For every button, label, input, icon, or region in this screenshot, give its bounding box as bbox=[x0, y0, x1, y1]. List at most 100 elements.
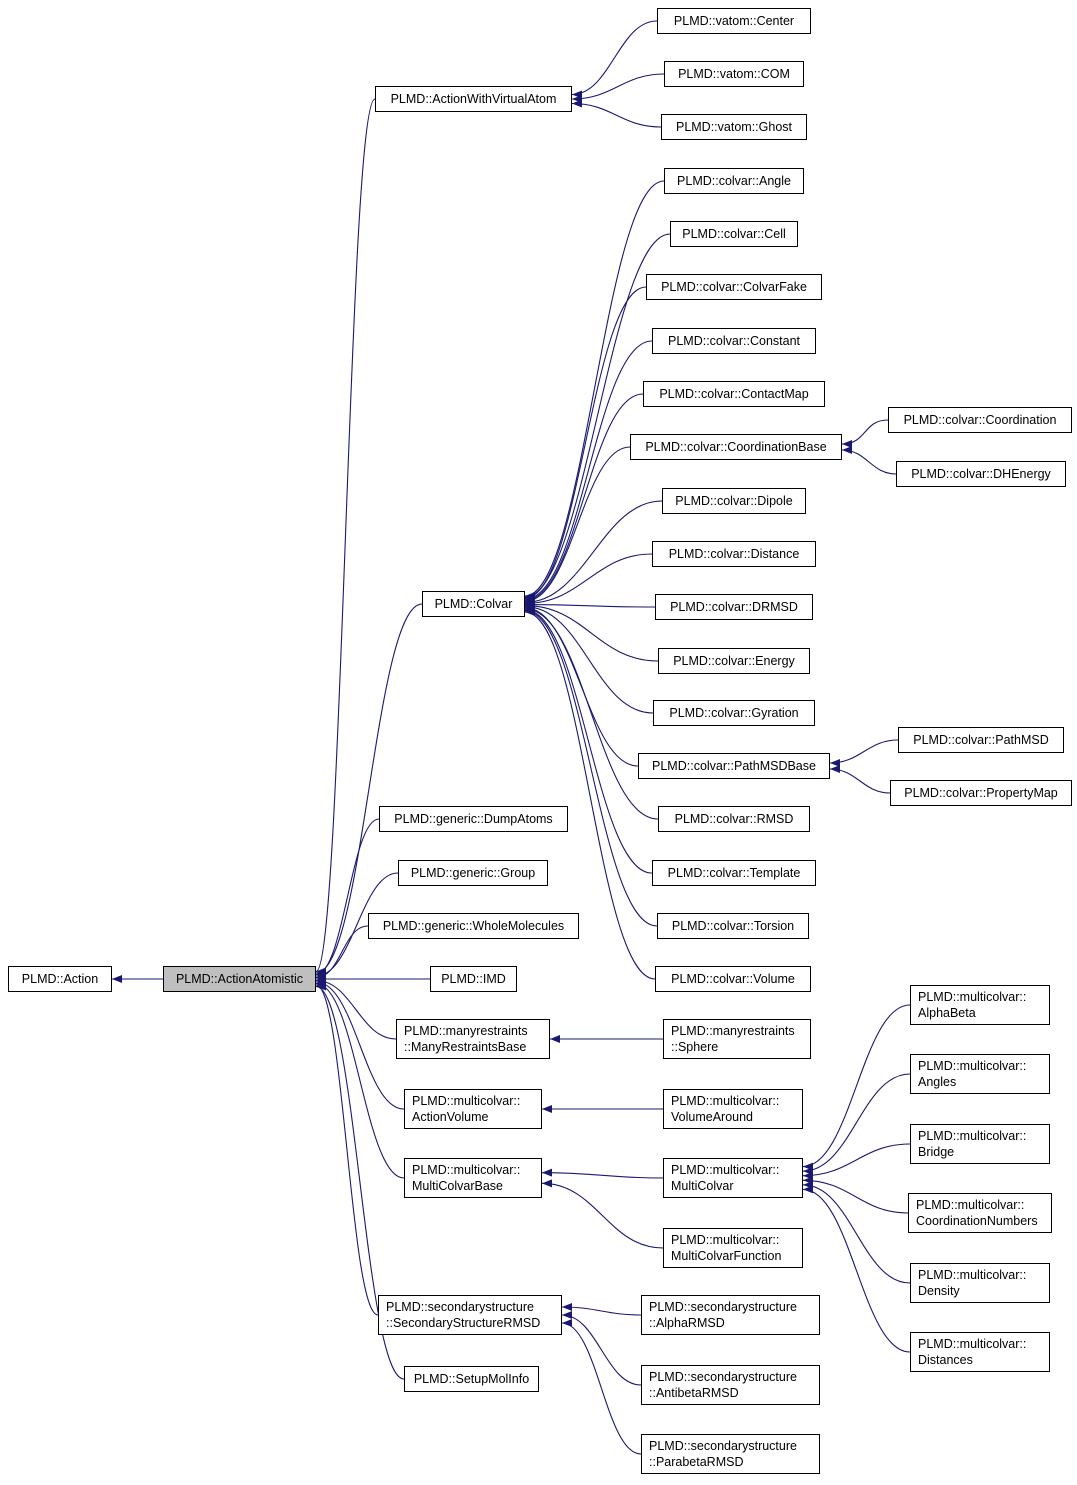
class-node-multicolvar-actionvolume[interactable]: PLMD::multicolvar::ActionVolume bbox=[404, 1089, 542, 1129]
class-node-multicolvar-distances[interactable]: PLMD::multicolvar::Distances bbox=[910, 1332, 1050, 1372]
class-node-label: PLMD::IMD bbox=[441, 971, 506, 986]
inheritance-edge bbox=[524, 233, 671, 602]
class-node-colvar-dhenergy[interactable]: PLMD::colvar::DHEnergy bbox=[896, 461, 1066, 487]
inheritance-edge bbox=[541, 1168, 664, 1179]
class-node-label: PLMD::multicolvar:: bbox=[671, 1093, 780, 1108]
class-node-vatom-com[interactable]: PLMD::vatom::COM bbox=[664, 61, 804, 87]
class-node-colvar-propertymap[interactable]: PLMD::colvar::PropertyMap bbox=[890, 780, 1072, 806]
class-node-colvar-volume[interactable]: PLMD::colvar::Volume bbox=[655, 966, 811, 992]
class-node-generic-group[interactable]: PLMD::generic::Group bbox=[398, 860, 548, 886]
class-node-colvar-pathmsdbase[interactable]: PLMD::colvar::PathMSDBase bbox=[638, 753, 830, 779]
class-node-label: PLMD::colvar::RMSD bbox=[674, 811, 794, 826]
class-node-manyrestraints-sphere[interactable]: PLMD::manyrestraints::Sphere bbox=[663, 1019, 811, 1059]
class-node-label: ::AntibetaRMSD bbox=[649, 1386, 739, 1400]
class-node-colvar-angle[interactable]: PLMD::colvar::Angle bbox=[664, 168, 804, 194]
class-node-label: PLMD::colvar::Volume bbox=[671, 971, 795, 986]
class-node-colvar-pathmsd[interactable]: PLMD::colvar::PathMSD bbox=[898, 727, 1064, 753]
class-node-imd[interactable]: PLMD::IMD bbox=[430, 966, 517, 992]
class-node-label: PLMD::multicolvar:: bbox=[918, 1267, 1027, 1282]
class-node-manyrestraints-base[interactable]: PLMD::manyrestraints::ManyRestraintsBase bbox=[396, 1019, 550, 1059]
class-node-label: PLMD::generic::WholeMolecules bbox=[382, 918, 565, 933]
class-node-label: PLMD::colvar::Dipole bbox=[675, 493, 793, 508]
class-node-colvar-dipole[interactable]: PLMD::colvar::Dipole bbox=[662, 488, 806, 514]
class-node-multicolvar-alphabeta[interactable]: PLMD::multicolvar::AlphaBeta bbox=[910, 985, 1050, 1025]
inheritance-edge bbox=[561, 1303, 642, 1316]
class-node-multicolvar-multicolvar[interactable]: PLMD::multicolvar::MultiColvar bbox=[663, 1158, 803, 1198]
class-node-label: ::AlphaRMSD bbox=[649, 1316, 725, 1330]
class-node-action[interactable]: PLMD::Action bbox=[8, 966, 112, 992]
class-node-colvar-distance[interactable]: PLMD::colvar::Distance bbox=[652, 541, 816, 567]
class-node-colvar-cell[interactable]: PLMD::colvar::Cell bbox=[670, 221, 798, 247]
class-node-label: Bridge bbox=[918, 1145, 955, 1159]
class-node-colvar-gyration[interactable]: PLMD::colvar::Gyration bbox=[653, 700, 815, 726]
class-node-colvar-template[interactable]: PLMD::colvar::Template bbox=[652, 860, 816, 886]
class-node-colvar-main[interactable]: PLMD::Colvar bbox=[422, 591, 525, 617]
class-node-label: PLMD::SetupMolInfo bbox=[413, 1371, 530, 1386]
class-node-label: PLMD::colvar::Energy bbox=[673, 653, 795, 668]
class-node-colvar-constant[interactable]: PLMD::colvar::Constant bbox=[652, 328, 816, 354]
class-node-label: PLMD::vatom::Ghost bbox=[675, 119, 792, 134]
class-node-label: ::ParabetaRMSD bbox=[649, 1455, 744, 1469]
class-node-multicolvar-function[interactable]: PLMD::multicolvar::MultiColvarFunction bbox=[663, 1228, 803, 1268]
class-node-action-atomistic[interactable]: PLMD::ActionAtomistic bbox=[163, 966, 316, 992]
class-node-vatom-ghost[interactable]: PLMD::vatom::Ghost bbox=[661, 114, 807, 140]
class-node-label: ::Sphere bbox=[671, 1040, 719, 1054]
class-node-multicolvar-volumearound[interactable]: PLMD::multicolvar::VolumeAround bbox=[663, 1089, 803, 1129]
class-node-multicolvar-coordinationnumbers[interactable]: PLMD::multicolvar::CoordinationNumbers bbox=[908, 1193, 1052, 1233]
inheritance-edge bbox=[315, 982, 405, 1380]
inheritance-edge bbox=[571, 73, 665, 103]
class-node-colvar-energy[interactable]: PLMD::colvar::Energy bbox=[658, 648, 810, 674]
class-node-colvar-contactmap[interactable]: PLMD::colvar::ContactMap bbox=[643, 381, 825, 407]
class-node-label: PLMD::secondarystructure bbox=[649, 1438, 797, 1453]
class-node-colvar-rmsd[interactable]: PLMD::colvar::RMSD bbox=[658, 806, 810, 832]
class-node-label: PLMD::colvar::DHEnergy bbox=[911, 466, 1051, 481]
class-node-label: PLMD::generic::Group bbox=[410, 865, 536, 880]
inheritance-edge bbox=[524, 608, 656, 980]
class-node-colvar-drmsd[interactable]: PLMD::colvar::DRMSD bbox=[655, 594, 813, 620]
class-node-label: PLMD::colvar::Cell bbox=[682, 226, 786, 241]
class-node-label: MultiColvarFunction bbox=[671, 1249, 782, 1263]
class-node-colvar-torsion[interactable]: PLMD::colvar::Torsion bbox=[657, 913, 809, 939]
class-node-generic-wholemolecules[interactable]: PLMD::generic::WholeMolecules bbox=[368, 913, 579, 939]
inheritance-edge bbox=[802, 1176, 909, 1214]
class-node-ss-alpharmsd[interactable]: PLMD::secondarystructure::AlphaRMSD bbox=[641, 1295, 820, 1335]
class-node-label: PLMD::colvar::PropertyMap bbox=[904, 785, 1058, 800]
class-node-ss-antibetarmsd[interactable]: PLMD::secondarystructure::AntibetaRMSD bbox=[641, 1365, 820, 1405]
class-node-multicolvar-bridge[interactable]: PLMD::multicolvar::Bridge bbox=[910, 1124, 1050, 1164]
inheritance-edge bbox=[524, 600, 656, 609]
inheritance-edge bbox=[802, 1073, 911, 1176]
class-node-ss-rmsd[interactable]: PLMD::secondarystructure::SecondaryStruc… bbox=[378, 1295, 562, 1335]
class-node-action-with-virtual-atom[interactable]: PLMD::ActionWithVirtualAtom bbox=[375, 86, 572, 112]
class-node-label: ::ManyRestraintsBase bbox=[404, 1040, 527, 1054]
class-node-label: PLMD::multicolvar:: bbox=[918, 1058, 1027, 1073]
class-node-generic-dumpatoms[interactable]: PLMD::generic::DumpAtoms bbox=[379, 806, 568, 832]
class-node-ss-parabetarmsd[interactable]: PLMD::secondarystructure::ParabetaRMSD bbox=[641, 1434, 820, 1474]
class-node-colvar-coordinationbase[interactable]: PLMD::colvar::CoordinationBase bbox=[630, 434, 842, 460]
class-node-label: PLMD::Colvar bbox=[434, 596, 513, 611]
class-node-label: VolumeAround bbox=[671, 1110, 754, 1124]
class-node-label: PLMD::vatom::COM bbox=[678, 66, 790, 81]
class-node-label: Angles bbox=[918, 1075, 957, 1089]
class-node-label: ActionVolume bbox=[412, 1110, 489, 1124]
class-node-multicolvar-angles[interactable]: PLMD::multicolvar::Angles bbox=[910, 1054, 1050, 1094]
class-node-vatom-center[interactable]: PLMD::vatom::Center bbox=[657, 8, 811, 34]
class-node-label: PLMD::multicolvar:: bbox=[916, 1197, 1025, 1212]
class-node-label: PLMD::multicolvar:: bbox=[671, 1232, 780, 1247]
inheritance-edge bbox=[829, 739, 899, 767]
inheritance-edge bbox=[524, 340, 653, 604]
inheritance-edge bbox=[315, 981, 379, 1316]
class-node-label: PLMD::multicolvar:: bbox=[918, 989, 1027, 1004]
class-node-multicolvar-density[interactable]: PLMD::multicolvar::Density bbox=[910, 1263, 1050, 1303]
class-node-colvar-coordination[interactable]: PLMD::colvar::Coordination bbox=[888, 407, 1072, 433]
class-node-multicolvar-base[interactable]: PLMD::multicolvar::MultiColvarBase bbox=[404, 1158, 542, 1198]
class-node-label: PLMD::manyrestraints bbox=[404, 1023, 528, 1038]
inheritance-edge bbox=[561, 1311, 642, 1386]
class-node-label: PLMD::colvar::Template bbox=[667, 865, 801, 880]
class-node-label: CoordinationNumbers bbox=[916, 1214, 1038, 1228]
class-node-colvar-colvarfake[interactable]: PLMD::colvar::ColvarFake bbox=[646, 274, 822, 300]
inheritance-edge bbox=[524, 446, 631, 606]
inheritance-edge bbox=[524, 605, 653, 874]
class-node-setupmolinfo[interactable]: PLMD::SetupMolInfo bbox=[404, 1366, 539, 1392]
